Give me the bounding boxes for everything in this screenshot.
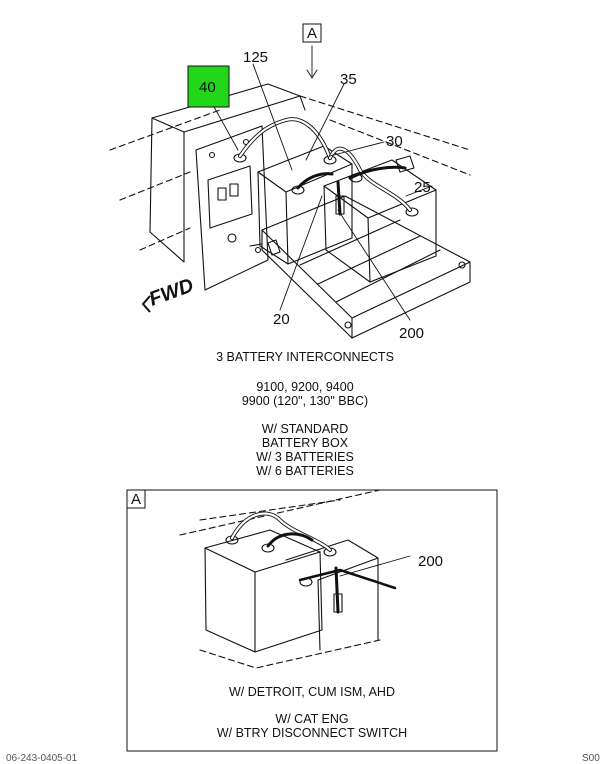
callout-200: 200 [399, 325, 424, 342]
caption-title-block: 3 BATTERY INTERCONNECTS [0, 350, 610, 364]
caption-model-line: 9100, 9200, 9400 [256, 380, 354, 394]
callout-30: 30 [386, 133, 403, 150]
callout-35: 35 [340, 71, 357, 88]
caption-condition-line: W/ STANDARD [261, 422, 349, 436]
caption-title: 3 BATTERY INTERCONNECTS [216, 350, 394, 364]
detail-callout-200: 200 [418, 553, 443, 570]
caption-condition-line: W/ 3 BATTERIES [256, 450, 354, 464]
detail-a-illustration [179, 489, 411, 669]
caption-models-block: 9100, 9200, 9400 9900 (120", 130" BBC) [0, 380, 610, 408]
detail-label-box [126, 489, 146, 509]
caption-model-line: 9900 (120", 130" BBC) [241, 394, 369, 408]
detail-label: A [131, 491, 141, 508]
battery-box-illustration [109, 83, 471, 339]
detail-caption-line: W/ CAT ENG [275, 712, 349, 726]
footer-sheet-code: S00 [582, 753, 600, 764]
caption-condition-line: W/ 6 BATTERIES [256, 464, 354, 478]
callout-40: 40 [199, 79, 216, 96]
caption-conditions-block: W/ STANDARD BATTERY BOX W/ 3 BATTERIES W… [0, 422, 610, 478]
view-label: A [307, 25, 317, 42]
detail-a-frame [126, 489, 498, 752]
callout-25: 25 [414, 179, 431, 196]
detail-caption-1: W/ DETROIT, CUM ISM, AHD [127, 685, 497, 699]
callout-20: 20 [273, 311, 290, 328]
caption-condition-line: BATTERY BOX [261, 436, 349, 450]
fwd-arrow-icon [141, 295, 151, 313]
leader-lines [207, 45, 433, 321]
detail-caption-2: W/ CAT ENG W/ BTRY DISCONNECT SWITCH [127, 712, 497, 740]
detail-caption-line: W/ DETROIT, CUM ISM, AHD [229, 685, 395, 699]
highlight-box-40 [187, 65, 230, 108]
fwd-label: FWD [146, 274, 196, 310]
callout-125: 125 [243, 49, 268, 66]
detail-caption-line: W/ BTRY DISCONNECT SWITCH [216, 726, 408, 740]
footer-drawing-number: 06-243-0405-01 [6, 753, 78, 764]
view-label-box [302, 23, 322, 43]
